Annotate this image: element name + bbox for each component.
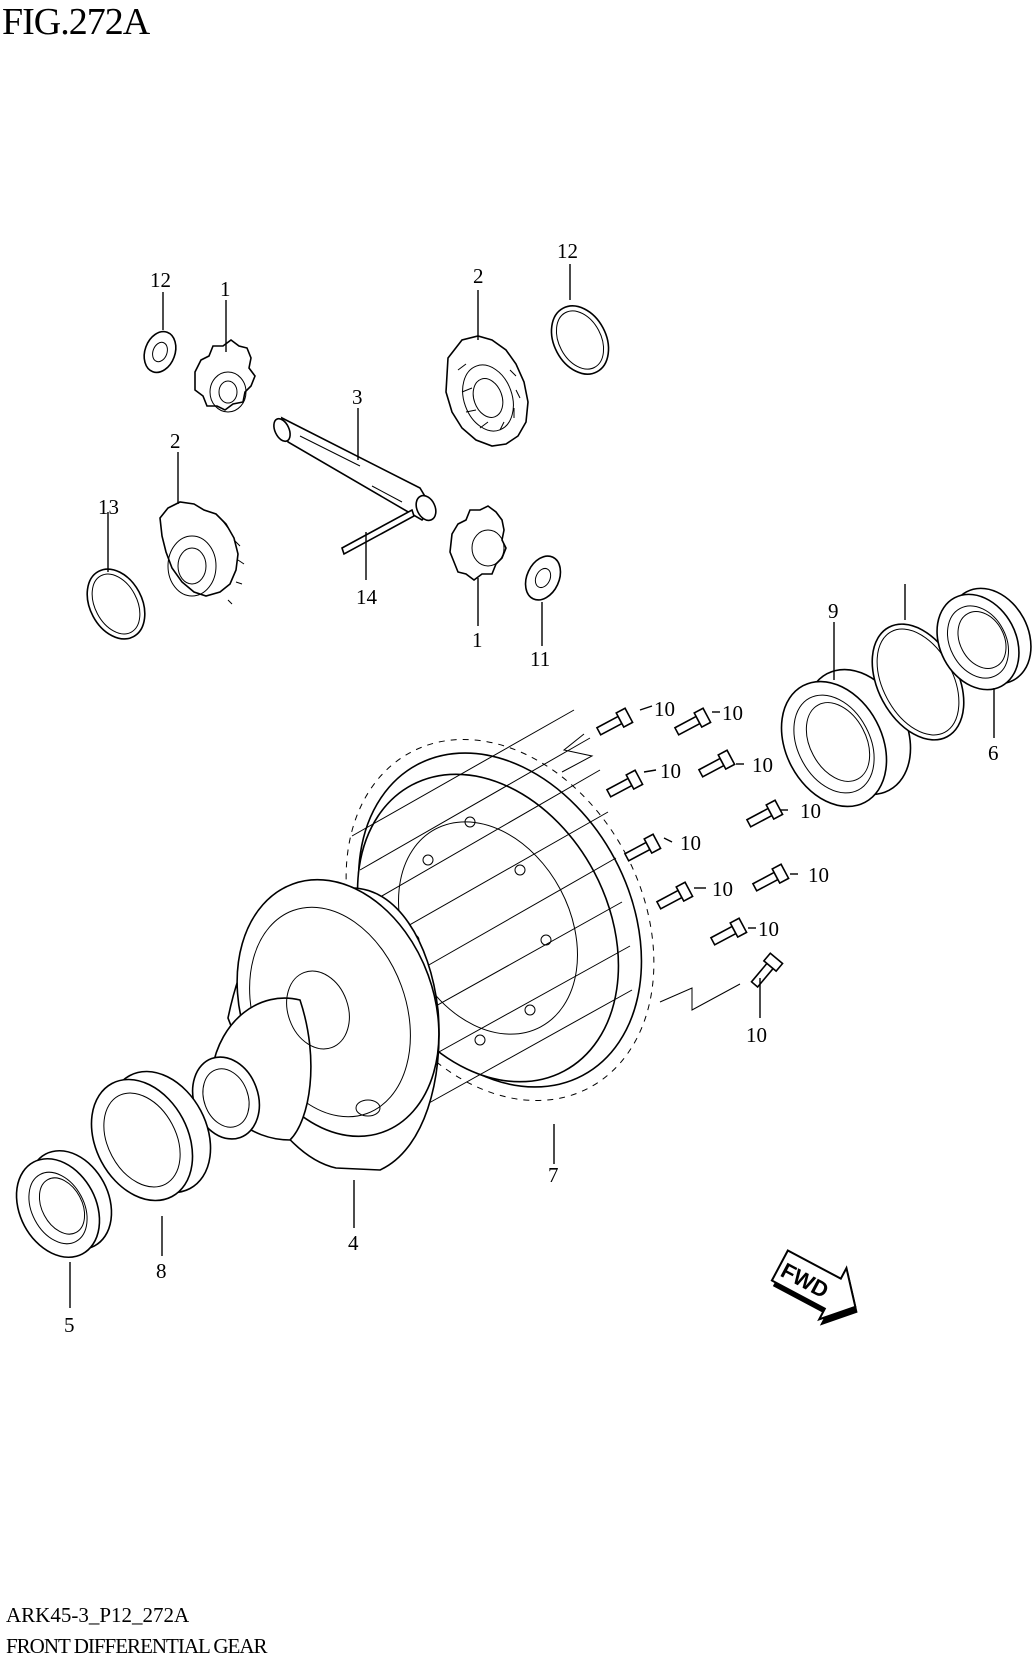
callout-10: 10 [758, 917, 779, 941]
callout-10: 10 [800, 799, 821, 823]
callout-10: 10 [654, 697, 675, 721]
callout-1: 1 [220, 277, 231, 301]
callout-2: 2 [473, 264, 484, 288]
thrust-washer-11-upper [143, 330, 177, 374]
callout-10: 10 [680, 831, 701, 855]
ring-gear-bolts-10 [595, 707, 790, 989]
differential-case-4 [191, 878, 440, 1171]
callout-11: 11 [530, 647, 550, 671]
callout-3: 3 [352, 385, 363, 409]
side-gear-2-upper [445, 335, 529, 447]
callout-12: 13 [98, 495, 119, 519]
bolt-group-bracket-lower [659, 983, 741, 1011]
bearing-8 [90, 1070, 212, 1202]
callout-7: 7 [548, 1163, 559, 1187]
figure-code: ARK45-3_P12_272A [6, 1603, 190, 1627]
forward-direction-arrow-icon: FWD [770, 1249, 858, 1326]
callout-4: 4 [348, 1231, 359, 1255]
pinion-gear-1-upper [194, 339, 256, 413]
callout-5: 5 [64, 1313, 75, 1337]
figure-name: FRONT DIFFERENTIAL GEAR [6, 1634, 268, 1658]
shim-12-upper [550, 305, 610, 375]
leader-lines [69, 264, 995, 1308]
figure-title: FIG.272A [2, 1, 150, 43]
callout-13: 14 [356, 585, 378, 609]
callout-6: 6 [988, 741, 999, 765]
callout-10: 10 [746, 1023, 767, 1047]
callout-12: 12 [557, 239, 578, 263]
callout-1: 1 [472, 628, 483, 652]
callout-2: 2 [170, 429, 181, 453]
callout-10: 10 [660, 759, 681, 783]
oil-seal-6 [936, 587, 1032, 691]
thrust-washer-11-lower [524, 555, 562, 601]
callouts: 12 1 2 12 3 2 13 14 1 11 9 6 10 10 10 10… [64, 239, 999, 1337]
callout-10: 10 [722, 701, 743, 725]
pinion-shaft-3 [273, 416, 437, 522]
pinion-gear-1-lower [449, 505, 507, 581]
bolt-group-bracket-upper [561, 733, 594, 773]
callout-10: 10 [752, 753, 773, 777]
bolt-guide-lines [351, 709, 633, 1109]
callout-10: 10 [712, 877, 733, 901]
oil-seal-5 [15, 1149, 113, 1259]
shim-12-lower [86, 568, 146, 640]
callout-10: 10 [808, 863, 829, 887]
callout-9: 9 [828, 599, 839, 623]
callout-8: 8 [156, 1259, 167, 1283]
side-gear-2-lower [159, 501, 245, 605]
lock-pin-13 [341, 508, 415, 556]
callout-11: 12 [150, 268, 171, 292]
